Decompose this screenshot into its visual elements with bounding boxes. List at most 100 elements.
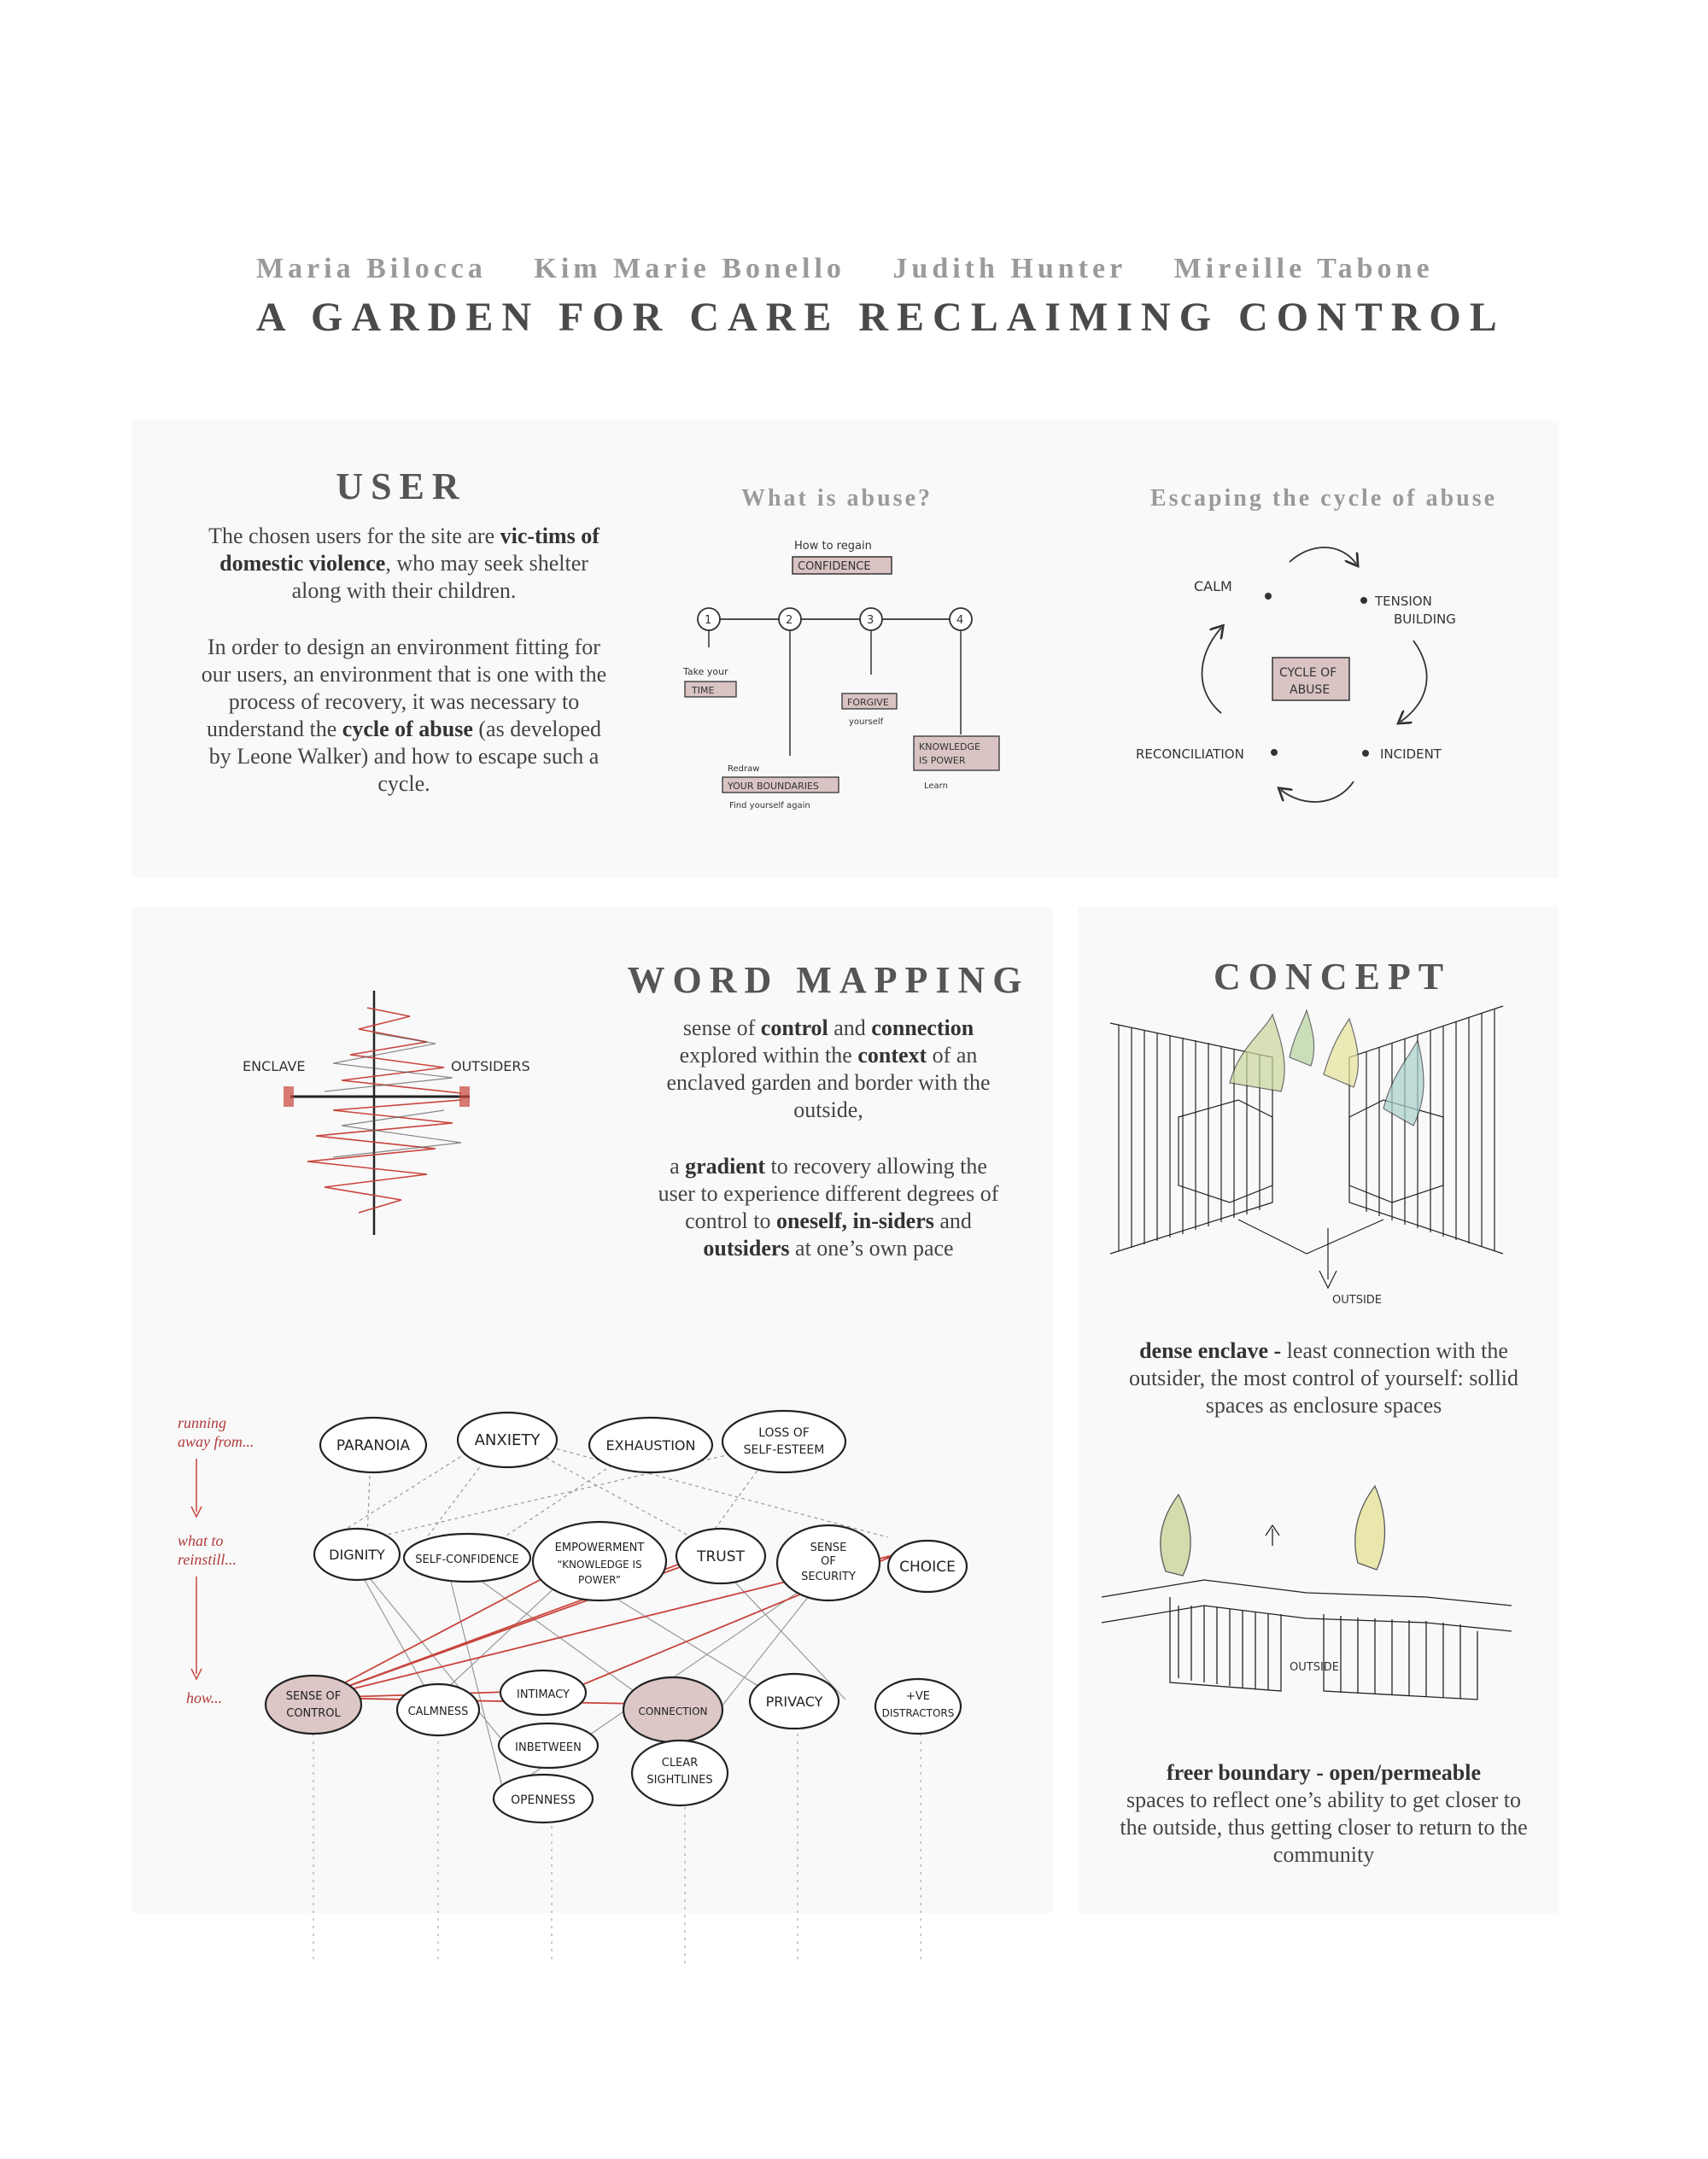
running-note-2: away from... — [178, 1433, 254, 1450]
outsiders-label: OUTSIDERS — [451, 1058, 530, 1074]
knowledge-label: KNOWLEDGE — [919, 741, 980, 752]
intimacy-label: INTIMACY — [517, 1688, 570, 1701]
is-power-label: IS POWER — [919, 755, 966, 766]
user-description-1: The chosen users for the site are vic-ti… — [208, 524, 600, 603]
knowledge-box — [913, 735, 1000, 771]
what-to-note: what to — [178, 1532, 224, 1549]
enclave-label: ENCLAVE — [243, 1058, 306, 1074]
cycle-center-label-1: CYCLE OF — [1279, 666, 1337, 680]
what-to-note-2: reinstill... — [178, 1551, 237, 1568]
privacy-bubble — [748, 1672, 840, 1730]
calmness-bubble — [395, 1682, 481, 1737]
distractors-label: DISTRACTORS — [882, 1707, 955, 1719]
ve-distractors-bubble — [874, 1677, 962, 1735]
step-4-label: 4 — [956, 614, 963, 627]
openness-label: OPENNESS — [511, 1793, 576, 1807]
cycle-of-abuse-sketch: CALM TENSION BUILDING CYCLE OF ABUSE REC… — [1136, 547, 1456, 803]
time-label: TIME — [691, 685, 714, 696]
of-label: OF — [821, 1555, 836, 1568]
arrow-reconciliation-to-calm — [1201, 628, 1222, 714]
concept-panel — [1078, 907, 1559, 1913]
word-mapping-heading: WORD MAPPING — [627, 959, 1030, 1001]
how-note: how... — [186, 1689, 222, 1706]
author-name: Mireille Tabone — [1173, 253, 1434, 284]
arrow-incident-to-reconciliation — [1281, 781, 1354, 803]
step-3-label: 3 — [867, 614, 874, 627]
sense-of-control-bubble — [264, 1674, 363, 1735]
confidence-box — [792, 556, 892, 575]
arrow-calm-to-tension — [1289, 547, 1356, 564]
intimacy-bubble — [499, 1669, 588, 1717]
sense-of-security-bubble — [775, 1524, 881, 1602]
arrow-tension-to-incident — [1401, 640, 1428, 722]
concept-heading: CONCEPT — [1213, 956, 1452, 998]
security-label: SECURITY — [801, 1571, 856, 1583]
cycle-center-box — [1272, 657, 1350, 701]
control-label: CONTROL — [286, 1707, 341, 1720]
user-heading: USER — [336, 465, 467, 507]
calm-label: CALM — [1194, 578, 1232, 594]
anxiety-label: ANXIETY — [475, 1431, 541, 1449]
boundaries-box — [722, 776, 839, 793]
paranoia-label: PARANOIA — [336, 1437, 411, 1454]
redraw-note: Redraw — [728, 764, 759, 774]
self-confidence-label: SELF-CONFIDENCE — [415, 1553, 518, 1566]
trust-bubble — [675, 1527, 767, 1585]
time-box — [684, 681, 737, 698]
word-map-diagram: running away from... what to reinstill..… — [178, 1409, 968, 1964]
loss-of-self-esteem-bubble — [721, 1409, 847, 1474]
sense-of-label: SENSE OF — [286, 1690, 342, 1703]
inbetween-bubble — [497, 1722, 600, 1770]
connection-label: CONNECTION — [638, 1706, 707, 1717]
reconciliation-label: RECONCILIATION — [1136, 746, 1244, 762]
trust-label: TRUST — [696, 1548, 745, 1565]
loss-of-label: LOSS OF — [758, 1426, 810, 1440]
anxiety-bubble — [456, 1411, 559, 1469]
step-2-label: 2 — [786, 614, 793, 627]
user-description-2: In order to design an environment fittin… — [201, 635, 607, 796]
author-name: Judith Hunter — [892, 253, 1127, 284]
empowerment-label: EMPOWERMENT — [555, 1542, 645, 1554]
take-your-note: Take your — [682, 666, 728, 677]
paranoia-bubble — [319, 1416, 428, 1474]
clear-label: CLEAR — [662, 1757, 698, 1770]
privacy-label: PRIVACY — [766, 1694, 823, 1710]
calmness-label: CALMNESS — [408, 1706, 469, 1718]
author-name: Maria Bilocca — [256, 253, 487, 284]
inbetween-label: INBETWEEN — [515, 1741, 582, 1754]
tension-label: TENSION — [1374, 594, 1432, 609]
self-esteem-label: SELF-ESTEEM — [744, 1443, 825, 1457]
incident-label: INCIDENT — [1380, 746, 1442, 762]
building-label: BUILDING — [1394, 611, 1456, 627]
word-mapping-description-2: a gradient to recovery allowing the user… — [658, 1154, 999, 1261]
author-name: Kim Marie Bonello — [534, 253, 845, 284]
sightlines-label: SIGHTLINES — [646, 1774, 712, 1787]
abuse-heading: What is abuse? — [740, 485, 933, 512]
exhaustion-label: EXHAUSTION — [606, 1437, 696, 1454]
openness-bubble — [492, 1773, 594, 1824]
boundaries-label: YOUR BOUNDARIES — [727, 781, 819, 792]
find-yourself-note: Find yourself again — [729, 801, 810, 810]
enclave-gradient-sketch: ENCLAVE OUTSIDERS — [243, 991, 530, 1235]
how-to-regain-note: How to regain — [794, 540, 872, 553]
learn-note: Learn — [924, 781, 948, 791]
sense-label: SENSE — [810, 1542, 847, 1554]
outside-label-2: OUTSIDE — [1290, 1661, 1339, 1674]
knowledge-is-label: “KNOWLEDGE IS — [557, 1559, 641, 1571]
power-label: POWER” — [578, 1574, 621, 1586]
cycle-center-label-2: ABUSE — [1290, 683, 1330, 697]
self-confidence-bubble — [402, 1532, 532, 1583]
page-title: A GARDEN FOR CARE RECLAIMING CONTROL — [256, 295, 1506, 340]
forgive-label: FORGIVE — [847, 697, 889, 708]
cycle-heading: Escaping the cycle of abuse — [1149, 485, 1498, 512]
running-note: running — [178, 1414, 226, 1431]
recovery-steps-sketch: How to regain CONFIDENCE 1 2 3 4 Take yo… — [682, 540, 1000, 810]
dignity-bubble — [313, 1527, 401, 1582]
choice-bubble — [886, 1539, 968, 1594]
yourself-note: yourself — [849, 717, 884, 727]
forgive-box — [841, 693, 898, 710]
step-1-label: 1 — [705, 614, 711, 627]
outside-label-1: OUTSIDE — [1332, 1294, 1382, 1307]
dense-enclave-sketch: OUTSIDE — [1109, 1005, 1504, 1307]
